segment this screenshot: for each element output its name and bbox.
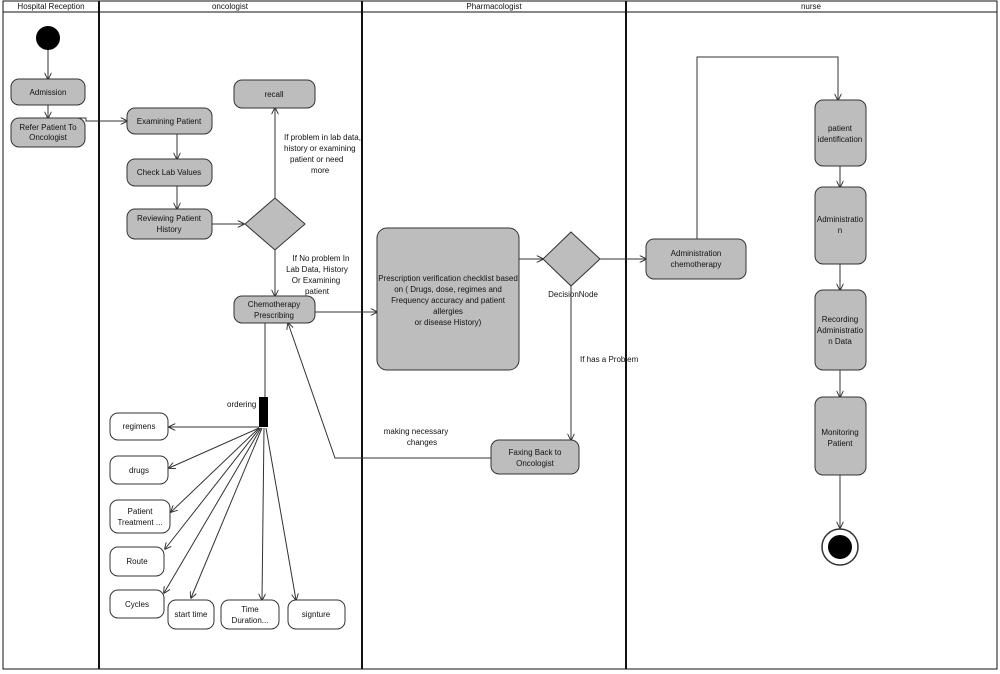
lane-title-pharmacologist: Pharmacologist — [466, 2, 522, 11]
guard-has-problem: If has a Problem — [580, 355, 639, 364]
activity-label: chemotherapy — [671, 260, 722, 269]
object-patient-treatment: Patient Treatment ... — [109, 499, 171, 534]
activity-label: recall — [264, 90, 283, 99]
activity-label: Admission — [30, 88, 67, 97]
guard-label: patient — [305, 287, 330, 296]
activity-patient-identification: patient identification — [814, 99, 867, 167]
activity-label: Recording — [822, 315, 858, 324]
edge — [265, 427, 296, 600]
activity-administration-chemotherapy: Administration chemotherapy — [645, 238, 747, 280]
activity-admission: Admission — [10, 78, 86, 106]
activity-administration: Administratio n — [814, 186, 867, 265]
edge — [696, 56, 838, 239]
fork-label-ordering: ordering — [227, 400, 256, 409]
object-label: signture — [302, 610, 331, 619]
guard-label: If No problem In — [293, 254, 350, 263]
guard-label: Lab Data, History — [286, 265, 348, 274]
activity-label: Patient — [828, 439, 854, 448]
object-label: Treatment ... — [117, 518, 162, 527]
activity-label: Administration — [671, 249, 722, 258]
object-label: Cycles — [125, 600, 149, 609]
edge — [171, 427, 260, 512]
fork-bar — [259, 397, 268, 427]
object-cycles: Cycles — [109, 589, 165, 619]
lane-title-oncologist: oncologist — [212, 2, 249, 11]
object-label: Duration... — [232, 616, 269, 625]
object-start-time: start time — [167, 599, 215, 630]
activity-label: Administratio — [817, 326, 864, 335]
activity-label: Oncologist — [516, 459, 555, 468]
edge-label: changes — [407, 438, 437, 447]
activity-label: n — [838, 226, 842, 235]
edge — [165, 427, 261, 549]
object-route: Route — [109, 546, 165, 577]
activity-label: Monitoring — [821, 428, 858, 437]
activity-label: Administratio — [817, 215, 864, 224]
activity-label: Examining Patient — [137, 117, 202, 126]
guard-no-problem: If No problem In Lab Data, History Or Ex… — [286, 254, 349, 296]
edge — [164, 427, 262, 593]
edges — [48, 50, 840, 600]
activity-label: on ( Drugs, dose, regimes and — [394, 285, 502, 294]
activity-label: History — [157, 225, 182, 234]
activity-label: n Data — [828, 337, 852, 346]
activity-label: Chemotherapy — [248, 300, 300, 309]
guard-label: more — [311, 166, 330, 175]
activity-examining-patient: Examining Patient — [126, 107, 213, 135]
activity-refer-patient: Refer Patient To Oncologist — [10, 117, 86, 148]
activity-label: patient — [828, 124, 853, 133]
object-time-duration: Time Duration... — [220, 599, 280, 630]
guard-label: history or examining — [284, 144, 356, 153]
activity-prescription-verification: Prescription verification checklist base… — [376, 227, 520, 371]
object-signture: signture — [287, 599, 346, 630]
activity-label: Prescribing — [254, 311, 294, 320]
object-label: drugs — [129, 466, 149, 475]
object-label: Patient — [128, 507, 154, 516]
object-regimens: regimens — [109, 412, 169, 441]
activity-recall: recall — [233, 79, 316, 109]
final-node — [821, 528, 859, 566]
object-drugs: drugs — [109, 455, 169, 485]
guard-problem-in-lab-data: If problem in lab data, history or exami… — [284, 133, 361, 175]
activity-label: Reviewing Patient — [137, 214, 202, 223]
initial-node — [36, 26, 60, 50]
activity-label: allergies — [433, 307, 463, 316]
lane-title-nurse: nurse — [801, 2, 822, 11]
activity-label: Faxing Back to — [509, 448, 562, 457]
activity-label: Oncologist — [29, 133, 68, 142]
activity-label: or disease History) — [415, 318, 482, 327]
activity-label: Frequency accuracy and patient — [391, 296, 506, 305]
activity-faxing-back: Faxing Back to Oncologist — [490, 439, 580, 475]
activity-label: Check Lab Values — [137, 168, 201, 177]
guard-label: If problem in lab data, — [284, 133, 361, 142]
activity-reviewing-history: Reviewing Patient History — [126, 208, 213, 240]
lane-title-hospital-reception: Hospital Reception — [17, 2, 84, 11]
activity-monitoring-patient: Monitoring Patient — [814, 396, 867, 476]
activity-label: identification — [818, 135, 862, 144]
decision-diamond-review — [244, 197, 306, 251]
object-label: start time — [175, 610, 208, 619]
edge — [191, 427, 263, 598]
edge — [262, 427, 264, 600]
activity-label: Refer Patient To — [19, 123, 77, 132]
guard-label: Or Examining — [292, 276, 340, 285]
edge-label-making-changes: making necessary changes — [384, 427, 448, 447]
activity-label: Prescription verification checklist base… — [378, 274, 518, 283]
activity-recording-administration-data: Recording Administratio n Data — [814, 289, 867, 371]
edge — [169, 427, 260, 468]
guard-label: patient or need — [290, 155, 343, 164]
edge — [288, 323, 491, 459]
object-label: regimens — [123, 422, 156, 431]
edge-label: making necessary — [384, 427, 448, 436]
activity-chemotherapy-prescribing: Chemotherapy Prescribing — [233, 295, 316, 324]
decision-node — [542, 231, 601, 287]
activity-check-lab-values: Check Lab Values — [126, 158, 213, 187]
object-label: Route — [126, 557, 148, 566]
decision-node-label: DecisionNode — [548, 290, 598, 299]
object-label: Time — [241, 605, 259, 614]
